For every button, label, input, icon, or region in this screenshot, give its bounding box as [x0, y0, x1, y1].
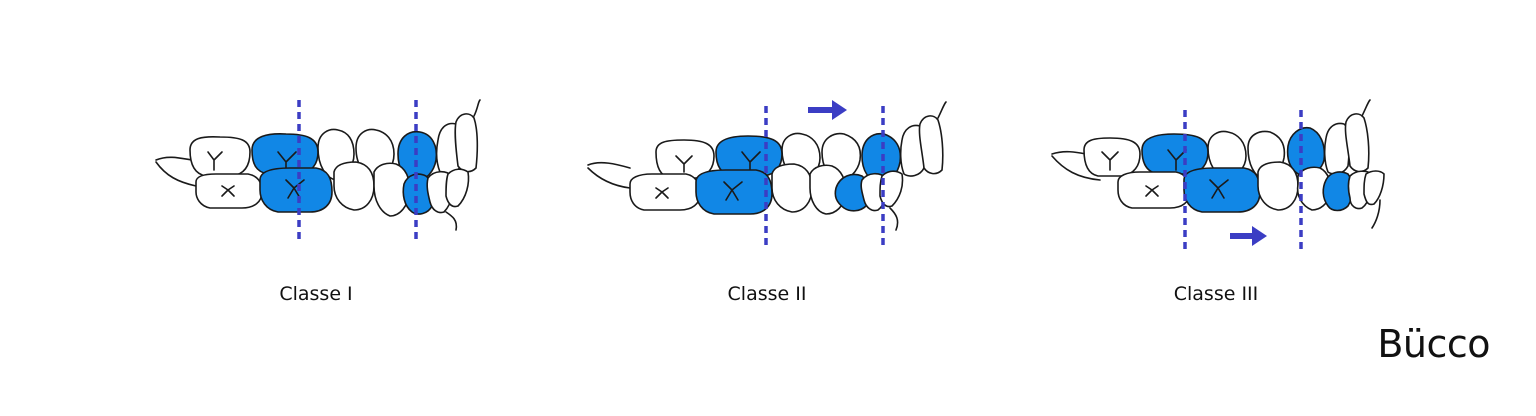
incisor-white [918, 115, 944, 175]
lower-molar-white [1117, 171, 1191, 209]
fissure-mark [221, 185, 235, 197]
lower-incisor-white [445, 168, 470, 208]
gum-line [937, 101, 947, 119]
fissure-mark [655, 187, 669, 199]
fissure-mark [675, 155, 693, 173]
gum-line [587, 167, 631, 189]
arrow-right-icon [1230, 226, 1267, 246]
upper-molar-white [189, 135, 251, 177]
arrow-right-icon [808, 100, 847, 120]
gum-line [1051, 150, 1087, 155]
fissure-mark [1145, 185, 1159, 197]
fissure-mark [723, 181, 743, 201]
lower-premolar-white [1257, 161, 1299, 211]
caption-classe-1: Classe I [279, 283, 353, 305]
fissure-mark [1209, 179, 1229, 199]
brand-logo: Bücco [1377, 322, 1490, 366]
upper-first-molar-highlighted [1141, 133, 1209, 175]
lower-first-molar-highlighted [1183, 167, 1261, 213]
diagram-classe-1 [155, 99, 481, 242]
caption-classe-2: Classe II [727, 283, 807, 305]
gum-line [1371, 199, 1381, 229]
lower-incisor-white [1363, 170, 1385, 206]
diagram-classe-3 [1051, 99, 1385, 252]
gum-line [155, 161, 197, 187]
gum-line [445, 211, 458, 231]
gum-line [1051, 155, 1101, 181]
fissure-mark [1101, 151, 1119, 171]
fissure-mark [1167, 149, 1187, 171]
gum-line [587, 161, 631, 169]
lower-canine-highlighted [1322, 171, 1354, 212]
fissure-mark [207, 151, 223, 171]
diagram-classe-2 [587, 100, 947, 250]
gum-line [473, 99, 481, 117]
incisor-white [454, 113, 479, 173]
incisor-white [1344, 113, 1370, 173]
gum-line [155, 156, 193, 161]
incisor-white [1323, 122, 1350, 175]
gum-line [889, 207, 899, 231]
caption-classe-3: Classe III [1173, 283, 1259, 305]
gum-line [1361, 99, 1371, 117]
lower-incisor-white [879, 170, 904, 208]
